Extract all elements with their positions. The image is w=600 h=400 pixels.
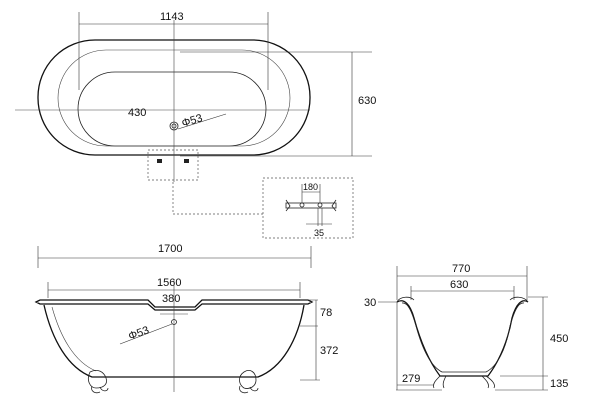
detail-bracket-left xyxy=(285,199,291,212)
top-width-label: 1143 xyxy=(160,11,184,23)
side-drain xyxy=(171,319,177,325)
side-rim-length-label: 1560 xyxy=(157,277,181,289)
tap-hole-right xyxy=(184,159,189,163)
side-body-height-label: 372 xyxy=(320,345,338,357)
side-body xyxy=(43,304,305,378)
foot-left xyxy=(88,370,107,389)
detail-bracket-right xyxy=(331,199,337,212)
detail-hole-label: 35 xyxy=(314,228,324,238)
end-foot-right xyxy=(481,375,495,389)
top-view: 1143 630 430 Φ53 xyxy=(15,11,376,182)
tap-deck xyxy=(147,149,199,181)
foot-right xyxy=(239,370,257,389)
end-body-outer xyxy=(396,300,529,377)
drain-outer xyxy=(169,121,179,131)
side-rim-height-label: 78 xyxy=(320,307,332,319)
side-overall-length-label: 1700 xyxy=(158,243,182,255)
side-body-inner xyxy=(51,306,97,372)
tap-hole-left xyxy=(157,159,162,163)
top-depth-label: 630 xyxy=(358,95,376,107)
tub-inner-basin xyxy=(77,71,267,147)
detail-tap-left xyxy=(299,202,305,208)
side-drain-leader xyxy=(119,323,173,345)
end-inner-width-label: 630 xyxy=(450,279,468,291)
foot-right-claw xyxy=(239,385,259,394)
top-inner-width-label: 430 xyxy=(128,107,146,119)
detail-deck xyxy=(285,202,337,209)
detail-spacing-label: 180 xyxy=(303,182,318,192)
side-view: 1700 1560 380 Φ53 78 372 xyxy=(34,243,338,394)
end-height-label: 450 xyxy=(550,333,568,345)
detail-frame xyxy=(262,177,354,239)
top-drain-label: Φ53 xyxy=(180,112,204,130)
side-rim xyxy=(34,299,314,311)
end-view: 770 630 30 279 450 135 xyxy=(364,263,568,391)
detail-view: 180 35 xyxy=(172,177,354,239)
detail-leader xyxy=(172,182,263,215)
detail-tap-right xyxy=(317,202,323,208)
drain-inner xyxy=(171,123,177,129)
side-drain-label: Φ53 xyxy=(127,324,151,342)
drain-leader xyxy=(177,113,227,130)
side-mid-width-label: 380 xyxy=(162,293,180,305)
end-foot-height-label: 135 xyxy=(550,378,568,390)
end-body-inner xyxy=(401,302,525,373)
end-overhang-label: 30 xyxy=(364,297,376,309)
end-rim-curl-right xyxy=(509,296,529,303)
end-overall-width-label: 770 xyxy=(452,263,470,275)
end-foot-left xyxy=(433,375,447,389)
foot-left-claw xyxy=(91,385,109,394)
end-foot-spacing-label: 279 xyxy=(402,373,420,385)
end-rim-curl-left xyxy=(396,296,415,303)
